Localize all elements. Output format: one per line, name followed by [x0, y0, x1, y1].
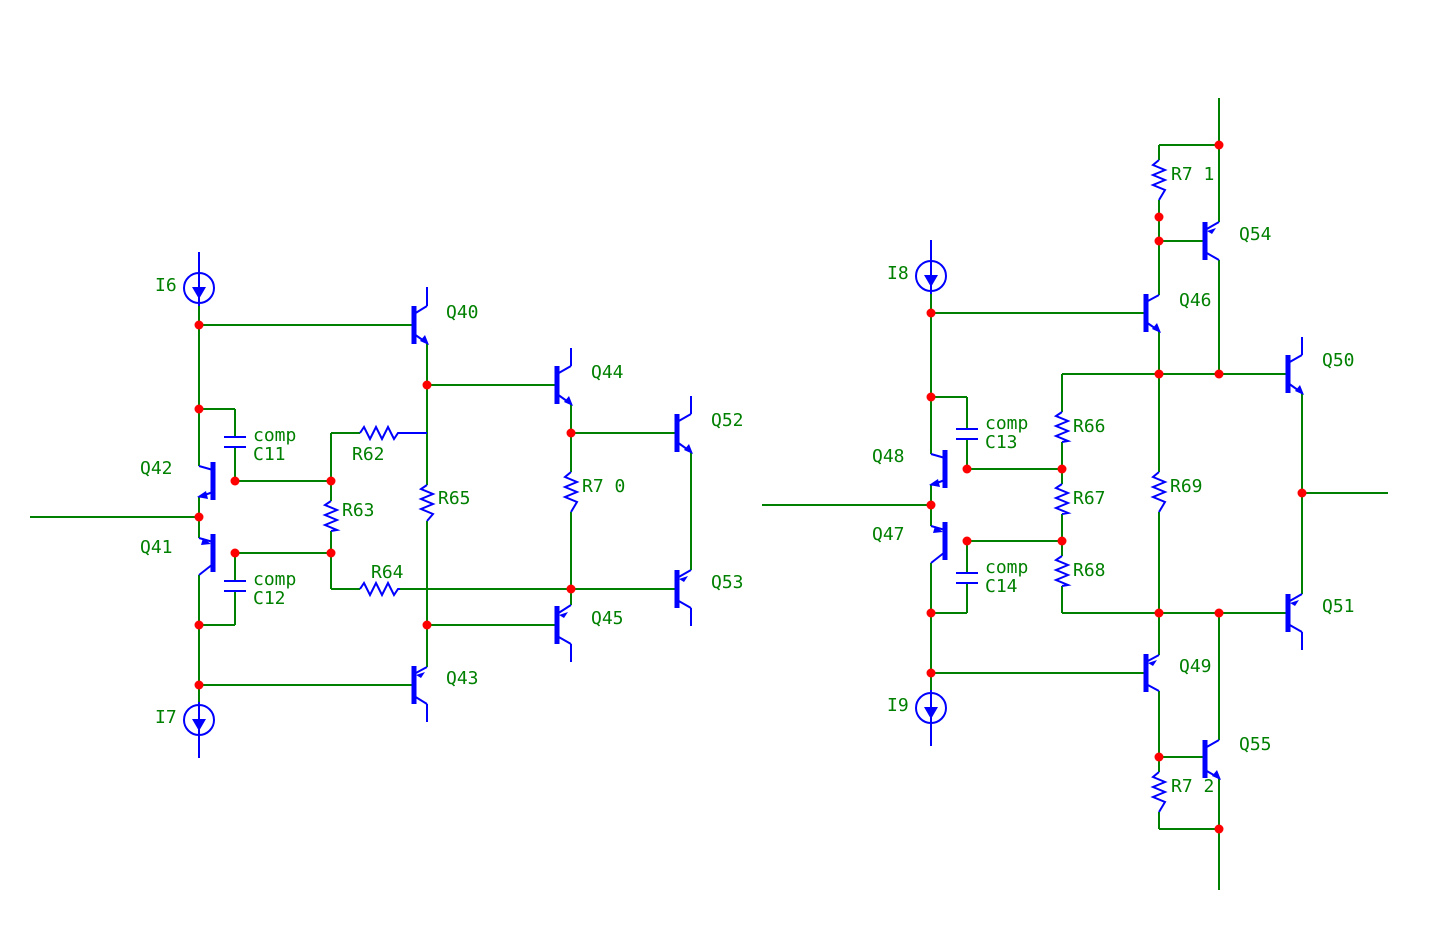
- capacitor-label-c13: C13: [985, 432, 1018, 453]
- transistor-label-q55: Q55: [1239, 734, 1272, 755]
- capacitor-type-c13: comp: [985, 413, 1028, 434]
- resistor-label-r68: R68: [1073, 560, 1106, 581]
- transistor-label-q53: Q53: [711, 572, 744, 593]
- transistor-label-q49: Q49: [1179, 656, 1212, 677]
- source-label-i9: I9: [887, 695, 909, 716]
- capacitor-label-c12: C12: [253, 588, 286, 609]
- resistor-label-r67: R67: [1073, 488, 1106, 509]
- resistor-label-r70: R7 0: [582, 476, 625, 497]
- resistor-label-r62: R62: [352, 444, 385, 465]
- labels: I6 I7 Q40 Q44 Q52 Q42 Q41 Q53 Q45 Q43 co…: [140, 164, 1355, 797]
- transistor-label-q52: Q52: [711, 410, 744, 431]
- left-circuit: [30, 252, 693, 758]
- resistor-label-r63: R63: [342, 500, 375, 521]
- transistor-label-q45: Q45: [591, 608, 624, 629]
- resistor-label-r69: R69: [1170, 476, 1203, 497]
- transistor-label-q46: Q46: [1179, 290, 1212, 311]
- transistor-label-q43: Q43: [446, 668, 479, 689]
- resistor-label-r65: R65: [438, 488, 471, 509]
- transistor-label-q40: Q40: [446, 302, 479, 323]
- capacitor-label-c11: C11: [253, 444, 286, 465]
- transistor-label-q41: Q41: [140, 537, 173, 558]
- source-label-i6: I6: [155, 275, 177, 296]
- capacitor-label-c14: C14: [985, 576, 1018, 597]
- transistor-label-q54: Q54: [1239, 224, 1272, 245]
- resistor-label-r66: R66: [1073, 416, 1106, 437]
- transistor-label-q50: Q50: [1322, 350, 1355, 371]
- capacitor-type-c11: comp: [253, 425, 296, 446]
- transistor-label-q47: Q47: [872, 524, 905, 545]
- source-label-i8: I8: [887, 263, 909, 284]
- transistor-label-q44: Q44: [591, 362, 624, 383]
- right-circuit: [762, 98, 1388, 890]
- transistor-label-q51: Q51: [1322, 596, 1355, 617]
- transistor-label-q42: Q42: [140, 458, 173, 479]
- source-label-i7: I7: [155, 707, 177, 728]
- resistor-label-r72: R7 2: [1171, 776, 1214, 797]
- resistor-label-r71: R7 1: [1171, 164, 1214, 185]
- capacitor-type-c14: comp: [985, 557, 1028, 578]
- resistor-label-r64: R64: [371, 562, 404, 583]
- transistor-label-q48: Q48: [872, 446, 905, 467]
- capacitor-type-c12: comp: [253, 569, 296, 590]
